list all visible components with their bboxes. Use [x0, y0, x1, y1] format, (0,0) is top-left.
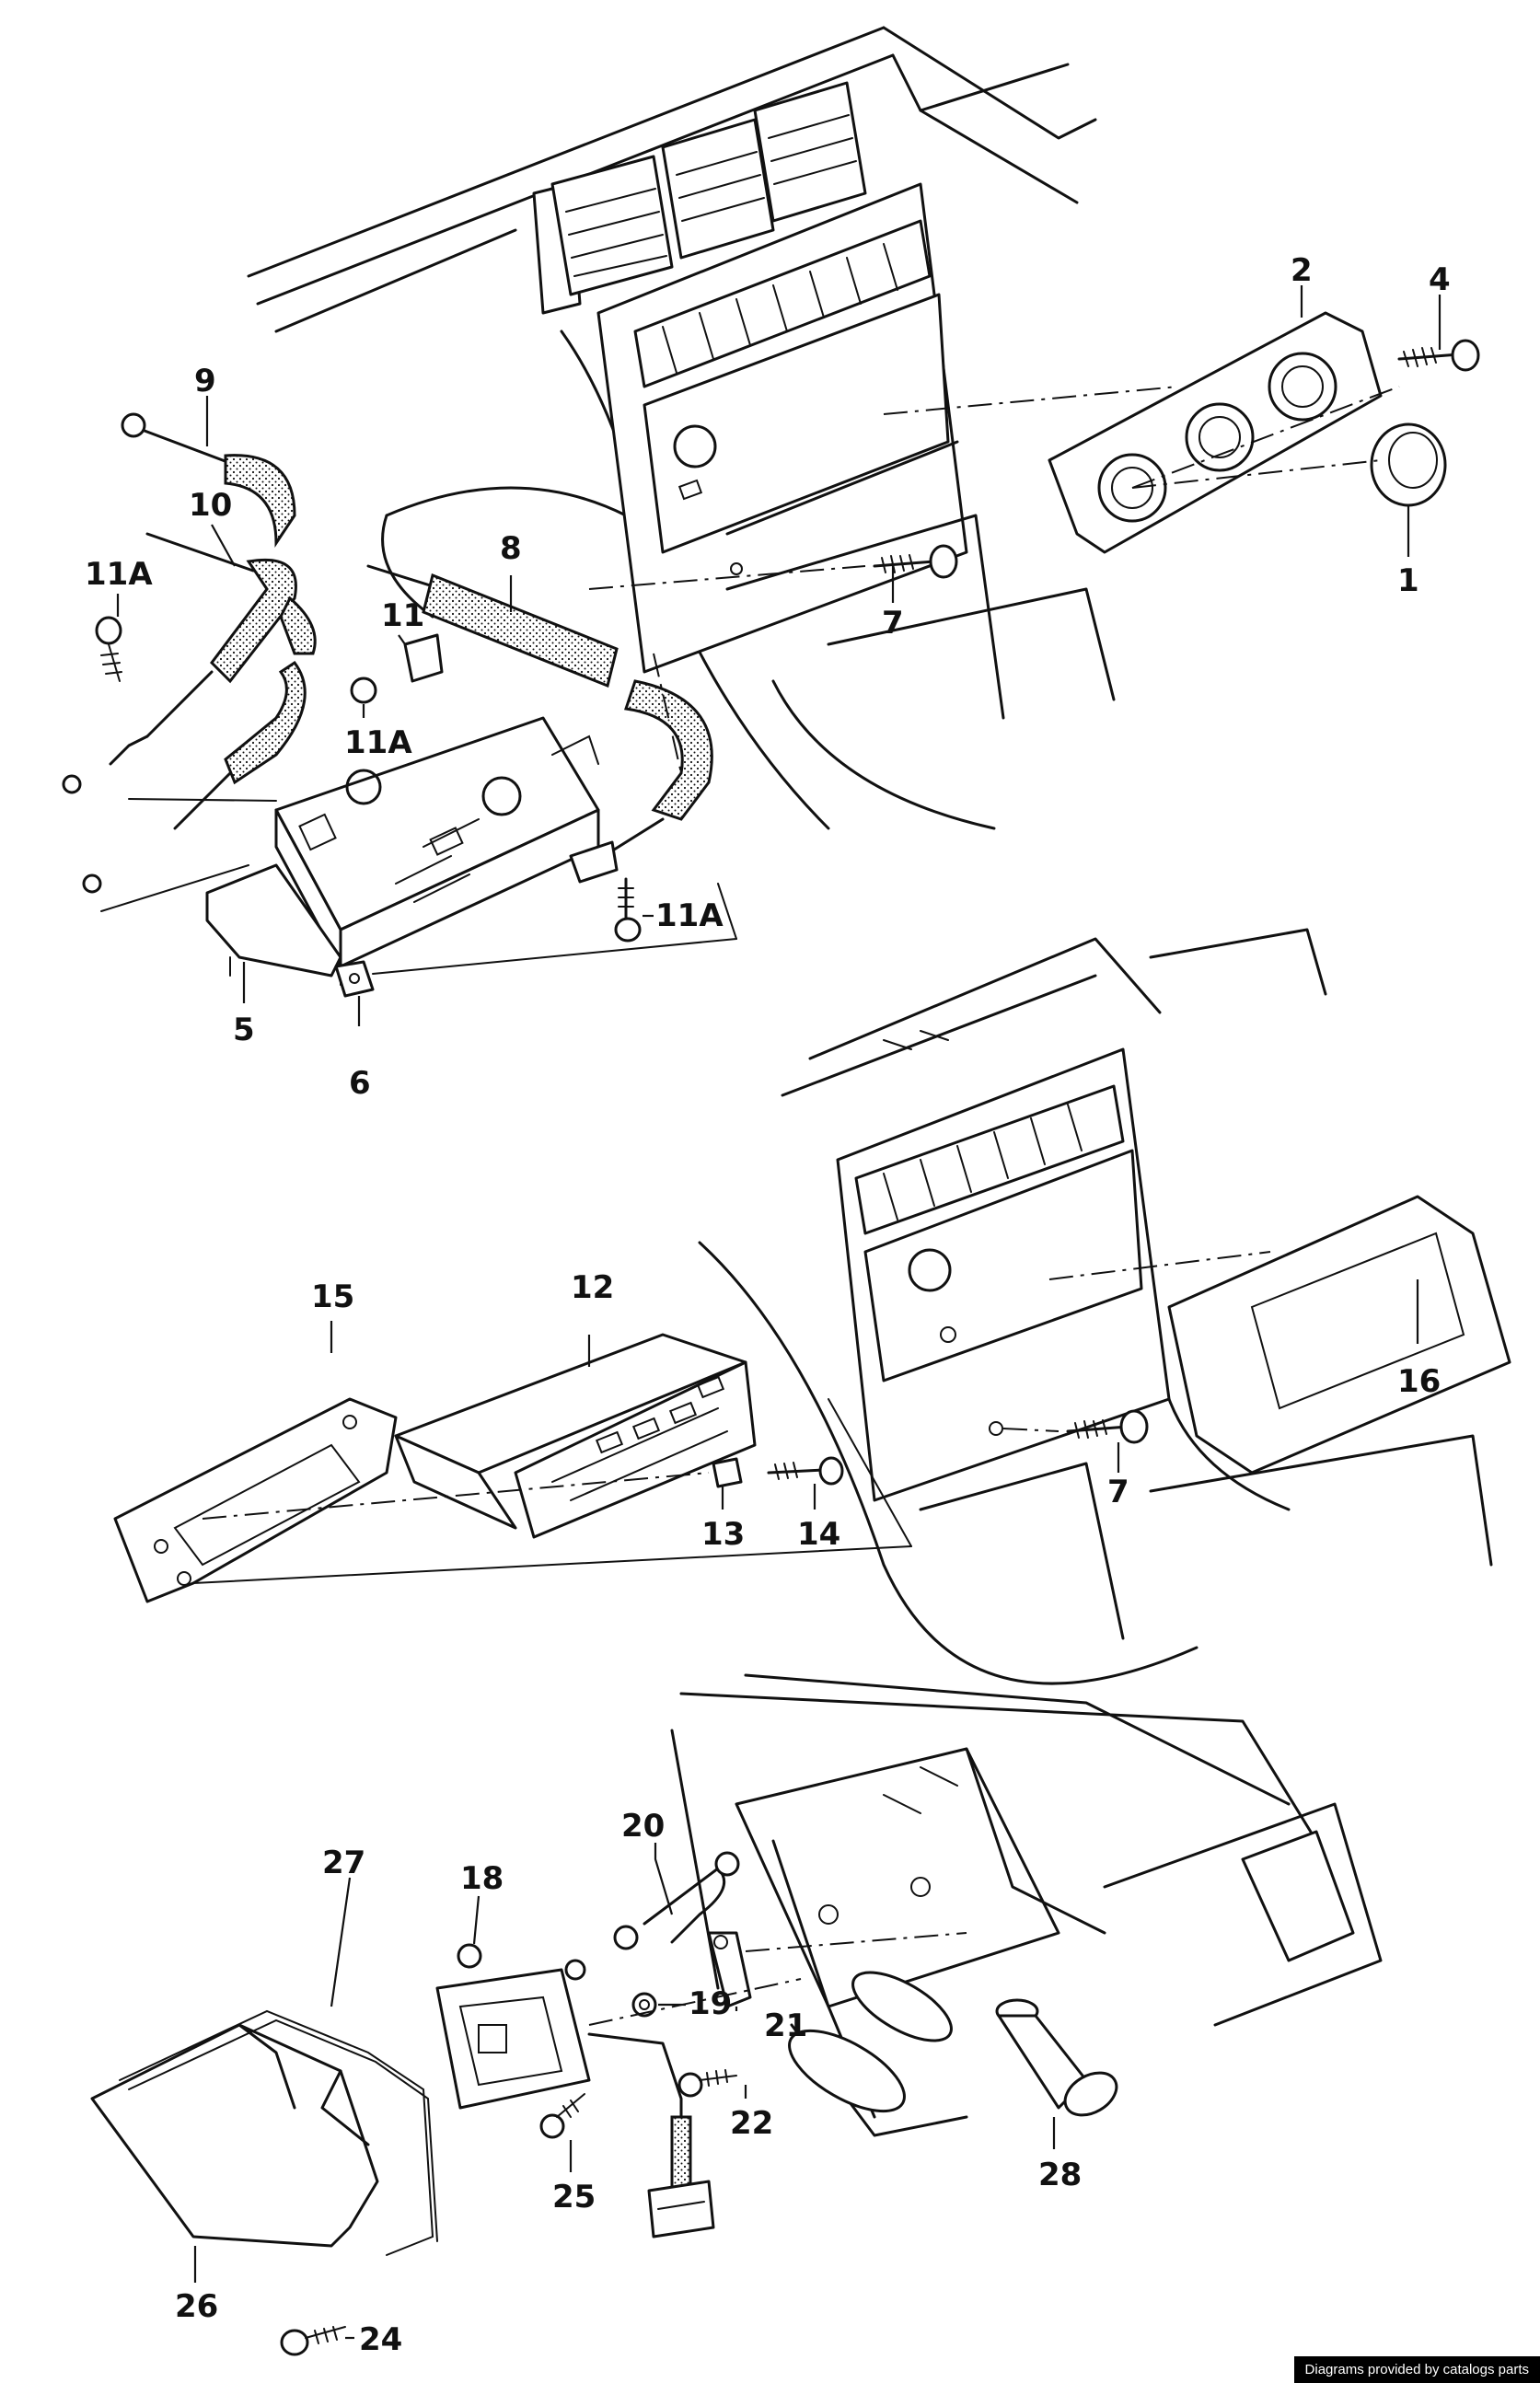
callout-5: 5 — [233, 1012, 255, 1048]
credit-footer: Diagrams provided by catalogs parts — [1293, 2356, 1540, 2383]
wiring-20 — [587, 1851, 740, 2211]
screw-upper — [873, 544, 958, 579]
callout-12: 12 — [571, 1269, 614, 1306]
callout-14: 14 — [797, 1516, 840, 1553]
callout-13: 13 — [701, 1516, 745, 1553]
callout-6: 6 — [349, 1065, 371, 1102]
bracket-21 — [707, 1931, 752, 2008]
heater-control-unit — [205, 716, 600, 977]
screw-11A — [95, 616, 642, 943]
radio-screw — [767, 1456, 844, 1486]
connector — [647, 2180, 715, 2238]
callout-15: 15 — [311, 1278, 354, 1315]
callout-11: 11 — [381, 597, 424, 634]
grommet-19 — [631, 1992, 657, 2018]
radio-trim-frame — [1167, 1195, 1511, 1475]
callout-2: 2 — [1291, 252, 1313, 289]
screw-25 — [539, 2093, 585, 2139]
screw-24 — [280, 2326, 346, 2356]
screw-middle — [989, 1409, 1149, 1444]
control-knob — [1370, 422, 1447, 507]
callout-11A-lower: 11A — [655, 897, 724, 934]
callout-10: 10 — [189, 487, 232, 524]
callout-11A-middle: 11A — [344, 724, 412, 761]
callout-4: 4 — [1429, 261, 1451, 298]
callout-11A-upper: 11A — [85, 556, 153, 593]
sensor-28 — [995, 1998, 1118, 2117]
callout-7-middle: 7 — [1107, 1474, 1129, 1510]
heater-control-panel — [1048, 311, 1383, 554]
screw-22 — [677, 2069, 737, 2098]
callout-18: 18 — [460, 1860, 504, 1897]
callout-1: 1 — [1397, 562, 1419, 599]
clip — [334, 960, 375, 998]
callout-27: 27 — [322, 1845, 365, 1881]
callout-24: 24 — [359, 2321, 402, 2358]
bulb-holder — [1397, 339, 1480, 372]
callout-25: 25 — [552, 2179, 596, 2215]
callout-8: 8 — [500, 530, 522, 567]
gasket-27 — [119, 2009, 438, 2256]
dashboard-middle — [698, 928, 1493, 1685]
callout-9: 9 — [194, 363, 216, 399]
radio-clip — [712, 1457, 743, 1488]
cable-clip — [350, 633, 619, 884]
callout-22: 22 — [730, 2105, 773, 2142]
cover-26 — [90, 2023, 379, 2248]
callout-16: 16 — [1397, 1363, 1441, 1400]
callout-7-upper: 7 — [882, 605, 904, 642]
underdash-structure — [670, 1673, 1383, 2137]
callout-labels: 1 2 4 5 6 7 7 8 9 10 11 11A 11A 11A 12 1… — [85, 252, 1451, 2358]
radio-mounting-frame — [113, 1397, 398, 1603]
callout-21: 21 — [764, 2007, 807, 2044]
callout-20: 20 — [621, 1808, 665, 1845]
callout-26: 26 — [175, 2288, 218, 2325]
control-unit-18 — [435, 1943, 591, 2110]
radio — [394, 1333, 757, 1539]
callout-19: 19 — [689, 1985, 732, 2022]
bowden-cables — [62, 412, 713, 912]
callout-28: 28 — [1038, 2157, 1082, 2193]
leader-lines — [116, 285, 1442, 2340]
dashboard-upper — [247, 26, 1116, 830]
